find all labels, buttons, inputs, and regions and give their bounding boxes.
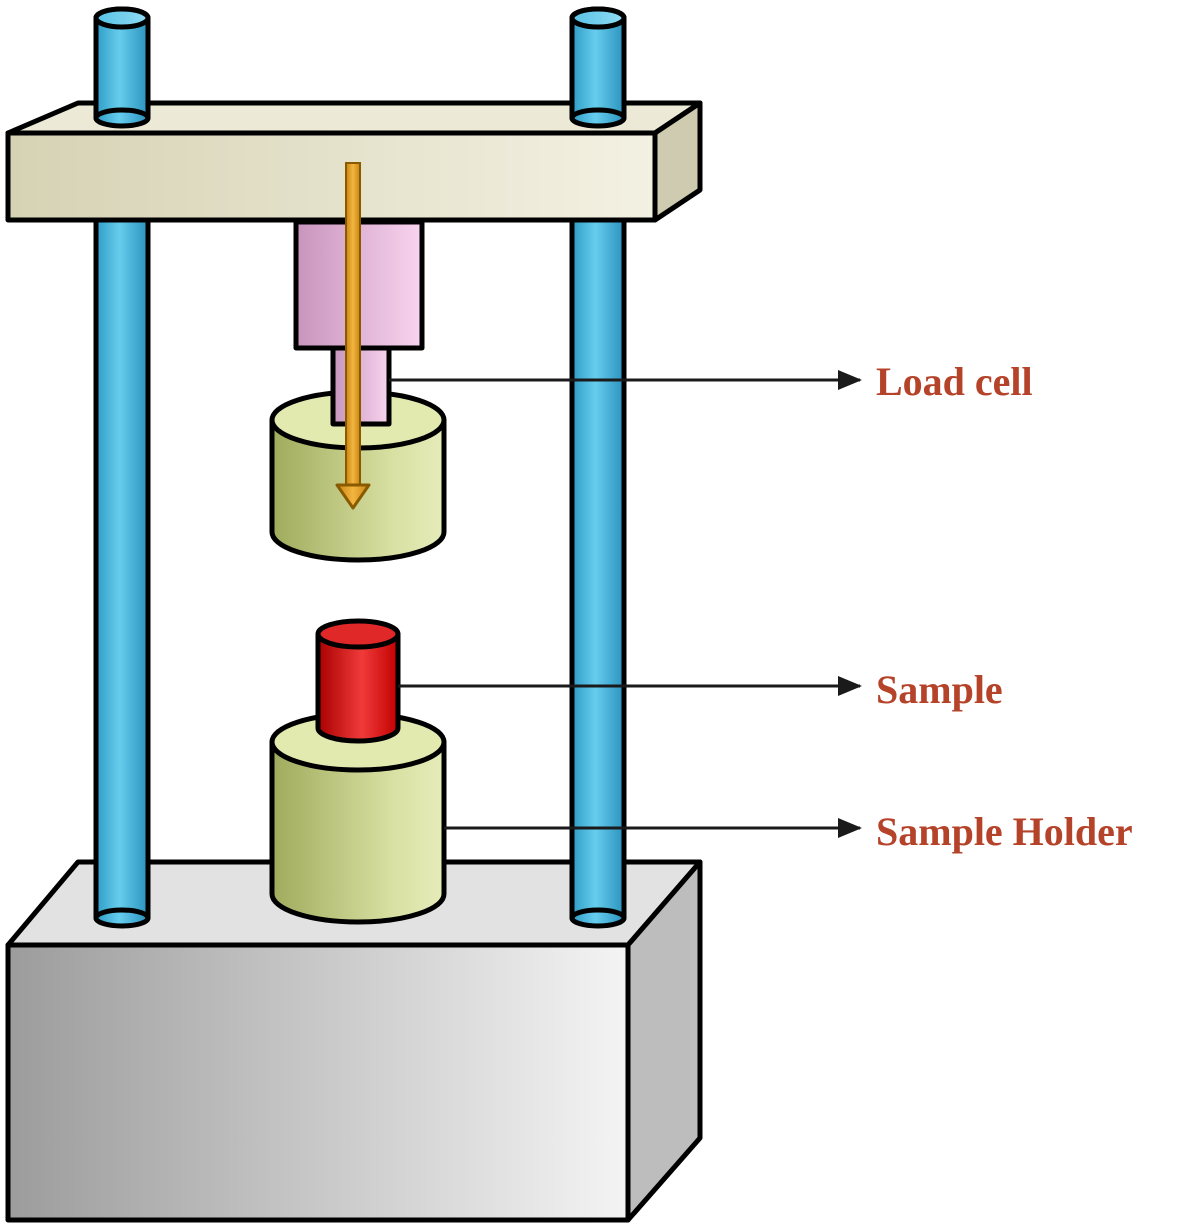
- sample-holder-label: Sample Holder: [876, 809, 1133, 854]
- sample-label: Sample: [876, 667, 1003, 712]
- load-cell-label: Load cell: [876, 359, 1033, 404]
- crossbar: [5, 6, 703, 223]
- sample-holder: [269, 711, 447, 925]
- sample: [315, 618, 401, 744]
- base-block: [5, 859, 703, 1223]
- down-arrow-icon: [335, 162, 371, 510]
